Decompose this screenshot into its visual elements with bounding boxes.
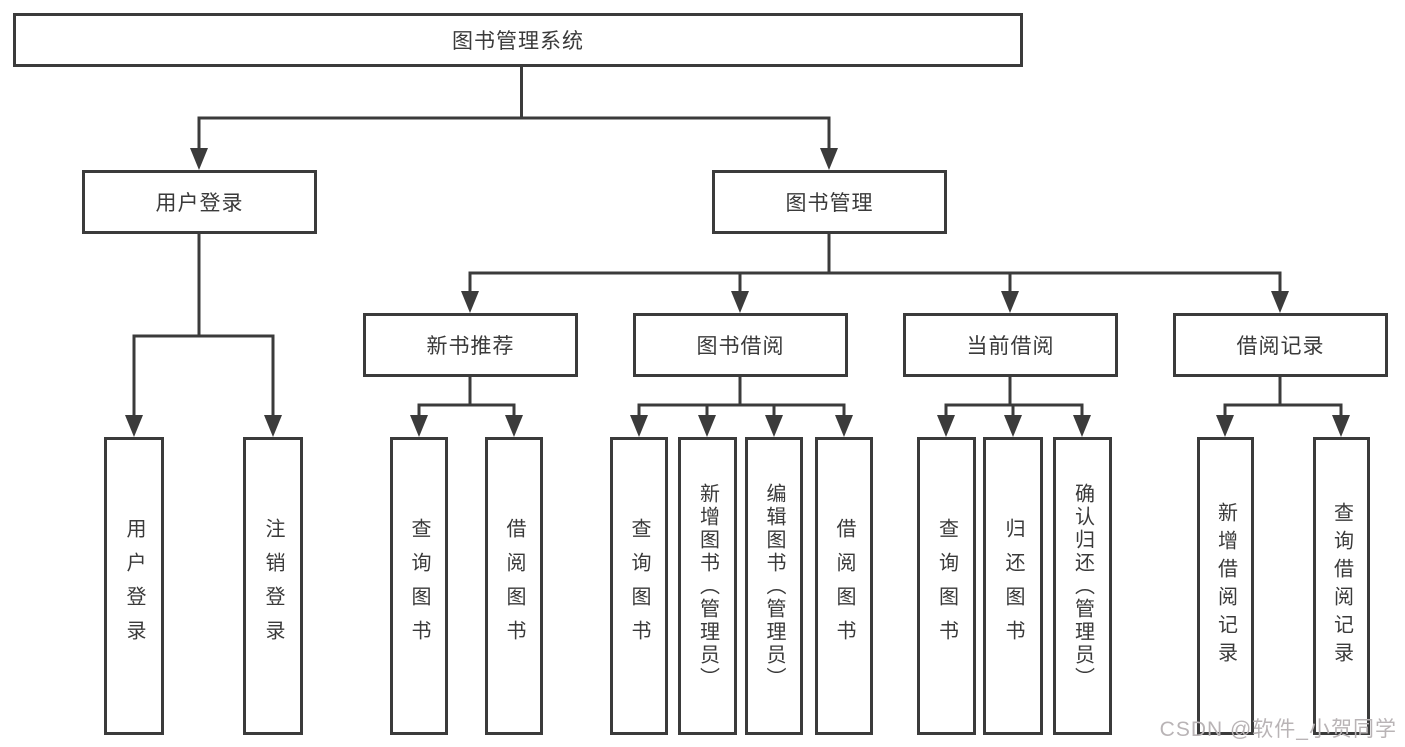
node-book-borrow: 图书借阅 bbox=[633, 313, 848, 377]
node-leaf-query-books-3: 查询图书 bbox=[917, 437, 976, 735]
node-leaf-add-borrow-record: 新增借阅记录 bbox=[1197, 437, 1254, 735]
node-root: 图书管理系统 bbox=[13, 13, 1023, 67]
node-book-management: 图书管理 bbox=[712, 170, 947, 234]
node-leaf-confirm-return-admin: 确认归还（管理员） bbox=[1053, 437, 1112, 735]
node-leaf-borrow-books-2: 借阅图书 bbox=[815, 437, 873, 735]
node-leaf-query-borrow-record: 查询借阅记录 bbox=[1313, 437, 1370, 735]
node-leaf-logout: 注销登录 bbox=[243, 437, 303, 735]
node-leaf-add-books-admin: 新增图书（管理员） bbox=[678, 437, 737, 735]
node-leaf-query-books-1: 查询图书 bbox=[390, 437, 448, 735]
node-leaf-borrow-books-1: 借阅图书 bbox=[485, 437, 543, 735]
node-leaf-edit-books-admin: 编辑图书（管理员） bbox=[745, 437, 803, 735]
node-leaf-query-books-2: 查询图书 bbox=[610, 437, 668, 735]
node-borrow-records: 借阅记录 bbox=[1173, 313, 1388, 377]
arrowhead-icons bbox=[125, 148, 1350, 437]
node-leaf-user-login: 用户登录 bbox=[104, 437, 164, 735]
node-user-login: 用户登录 bbox=[82, 170, 317, 234]
node-current-borrow: 当前借阅 bbox=[903, 313, 1118, 377]
node-leaf-return-books: 归还图书 bbox=[983, 437, 1043, 735]
node-new-book-recommend: 新书推荐 bbox=[363, 313, 578, 377]
